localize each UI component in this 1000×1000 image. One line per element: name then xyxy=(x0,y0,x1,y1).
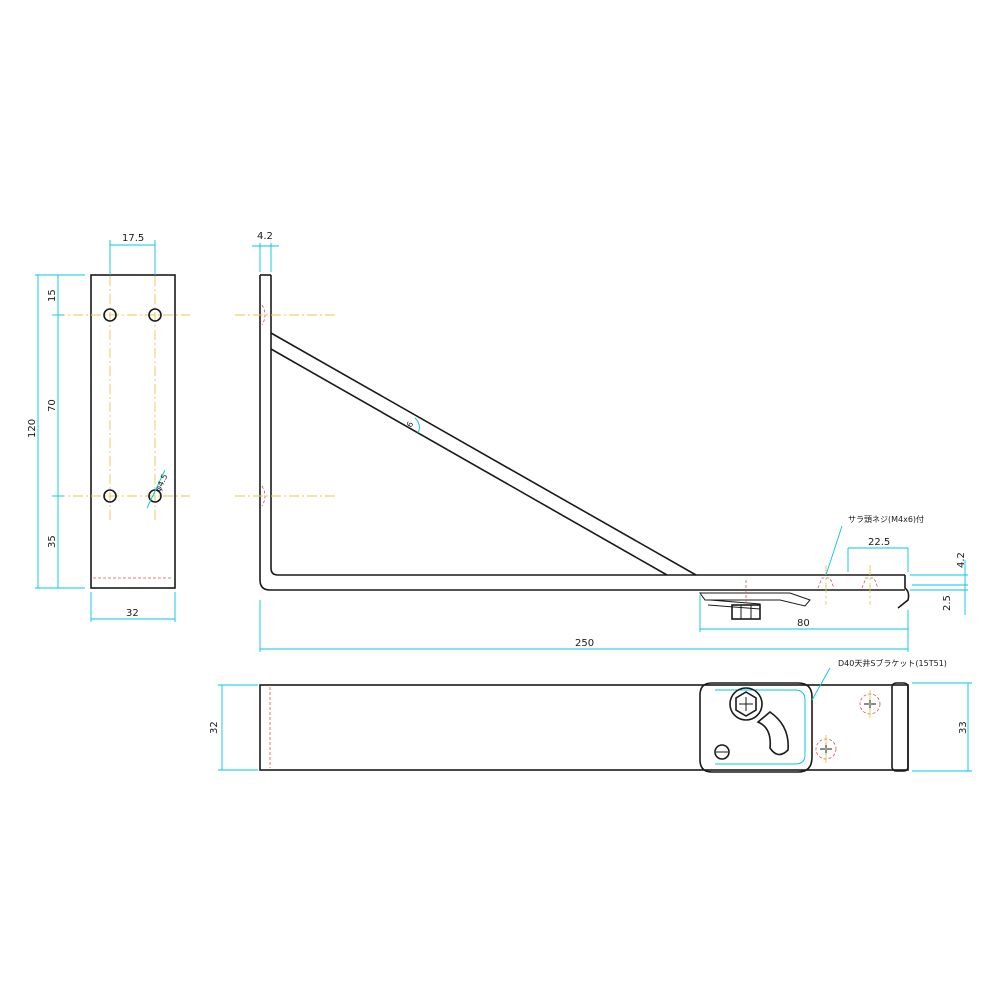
screw-note: サラ頭ネジ(M4x6)付 xyxy=(848,514,924,524)
dim-4-2-right-label: 4.2 xyxy=(956,552,967,568)
side-view: 4.2 6 250 80 22.5 4.2 2.5 サラ頭ネジ(M4x6)付 xyxy=(235,231,968,652)
dim-70-label: 70 xyxy=(47,399,58,412)
ceiling-bracket-body xyxy=(699,682,813,773)
bracket-outer-profile xyxy=(259,275,700,591)
dim-250-label: 250 xyxy=(575,638,594,649)
bolt-head-hex xyxy=(735,691,757,717)
curved-adjust-slot xyxy=(756,710,789,756)
rib-line-bottom xyxy=(270,348,668,576)
screw-hidden-2 xyxy=(861,577,879,589)
mounting-hole xyxy=(148,308,162,322)
leg-hole-hidden xyxy=(261,485,266,507)
leader-line xyxy=(146,469,166,509)
rib-angle-arc xyxy=(414,417,420,434)
spring-clip xyxy=(699,592,811,607)
dim-2-5-label: 2.5 xyxy=(942,595,953,611)
hole-dia-label: φ4.5 xyxy=(154,473,170,493)
bottom-dim-32-label: 32 xyxy=(209,721,220,734)
dim-120-label: 120 xyxy=(27,419,38,438)
dim-4-2-top-label: 4.2 xyxy=(257,231,273,242)
bolt-head-outer xyxy=(729,687,763,721)
front-plate-outline xyxy=(90,274,176,589)
bracket-inner-profile xyxy=(270,275,905,576)
front-view: 17.5 120 15 70 35 32 φ4.5 xyxy=(27,233,190,622)
bracket-note-leader xyxy=(811,667,831,701)
hook-end-tab xyxy=(891,682,909,772)
bracket-inner-contour xyxy=(715,689,806,765)
dim-15-label: 15 xyxy=(47,289,58,302)
bottom-view: 32 33 D40天井Sブラケット(15T51) xyxy=(209,658,972,773)
bottom-dim-33-label: 33 xyxy=(958,721,969,734)
dim-80-label: 80 xyxy=(797,618,810,629)
bottom-plate-outline xyxy=(259,684,909,771)
plate-hook-end xyxy=(897,575,910,609)
screw-note-leader xyxy=(825,525,843,576)
mounting-hole xyxy=(103,489,117,503)
rib-angle-label: 6 xyxy=(405,420,415,429)
locating-pin xyxy=(714,744,730,760)
dim-35-label: 35 xyxy=(47,535,58,548)
screw-hidden-1 xyxy=(817,577,835,589)
mounting-hole xyxy=(148,489,162,503)
leg-hole-hidden xyxy=(261,304,266,326)
dim-32-label: 32 xyxy=(126,608,139,619)
mounting-hole xyxy=(103,308,117,322)
dim-22-5-label: 22.5 xyxy=(868,537,890,548)
hex-nut xyxy=(731,604,761,620)
rib-line-top xyxy=(270,332,697,576)
bracket-note: D40天井Sブラケット(15T51) xyxy=(838,658,947,668)
dim-17-5-label: 17.5 xyxy=(122,233,144,244)
